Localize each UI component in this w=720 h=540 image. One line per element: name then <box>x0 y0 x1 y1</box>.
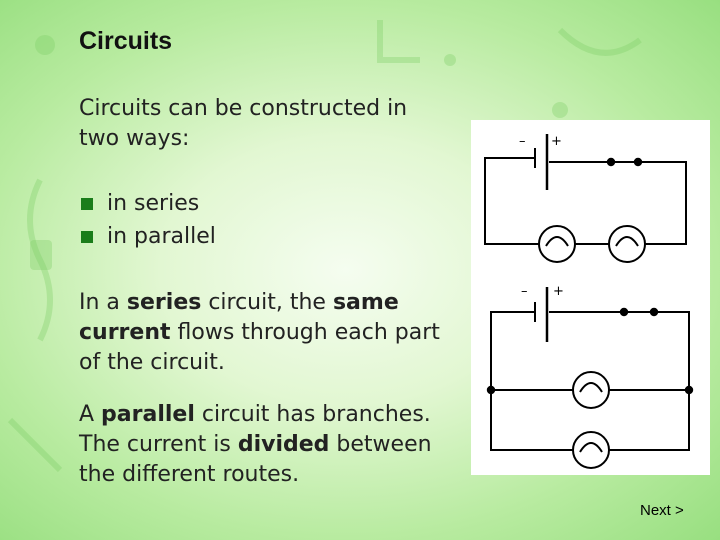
bullet-list: in series in parallel <box>79 187 216 253</box>
bullet-item-parallel: in parallel <box>79 220 216 253</box>
text-run: A <box>79 402 102 427</box>
bullet-item-series: in series <box>79 187 216 220</box>
lamp-icon <box>538 225 576 263</box>
bullet-label: in parallel <box>107 224 216 249</box>
junction-node-icon <box>684 385 694 395</box>
bullet-label: in series <box>107 191 200 216</box>
lamp-icon <box>608 225 646 263</box>
text-run: circuit, the <box>201 290 333 315</box>
text-run: flows through each part of the circuit. <box>79 320 440 375</box>
series-description: In a series circuit, the same current fl… <box>79 288 464 378</box>
text-run: circuit has branches. The current is <box>79 402 431 457</box>
parallel-description: A parallel circuit has branches. The cur… <box>79 400 464 490</box>
switch-terminal-icon <box>649 307 659 317</box>
switch-terminal-icon <box>633 157 643 167</box>
switch-terminal-icon <box>619 307 629 317</box>
intro-text: Circuits can be constructed in two ways: <box>79 96 408 151</box>
parallel-plus-label: + <box>553 284 564 299</box>
next-button[interactable]: Next > <box>640 502 684 519</box>
square-bullet-icon <box>81 197 93 210</box>
circuit-diagram-panel: – + – + <box>471 120 710 475</box>
circuit-diagrams: – + – + <box>484 134 694 469</box>
keyword-divided: divided <box>237 432 330 457</box>
junction-node-icon <box>486 385 496 395</box>
keyword-parallel: parallel <box>101 402 195 427</box>
series-plus-label: + <box>551 134 562 149</box>
text-run: between the different routes. <box>79 432 432 487</box>
parallel-minus-label: – <box>521 284 528 299</box>
series-wire-loop <box>484 157 687 245</box>
switch-terminal-icon <box>606 157 616 167</box>
lamp-icon <box>572 431 610 469</box>
slide-title: Circuits <box>79 27 173 55</box>
series-minus-label: – <box>519 134 526 149</box>
parallel-circuit-diagram <box>486 287 694 469</box>
text-run: In a <box>79 290 127 315</box>
series-circuit-diagram <box>484 134 687 263</box>
parallel-wire-loop <box>490 311 690 451</box>
lamp-icon <box>572 371 610 409</box>
square-bullet-icon <box>81 230 93 243</box>
keyword-same-current: same current <box>79 290 399 345</box>
keyword-series: series <box>126 290 202 315</box>
